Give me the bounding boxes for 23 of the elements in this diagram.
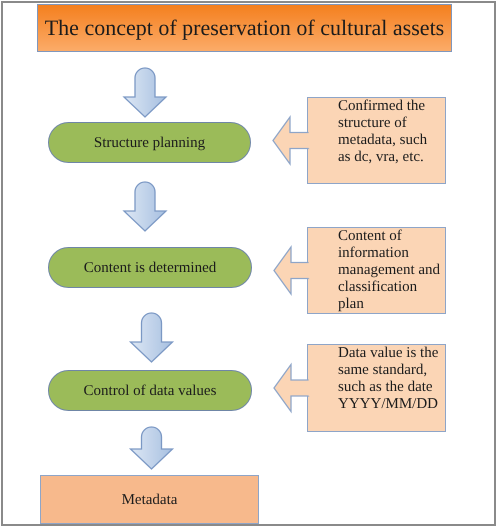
output-box — [40, 475, 259, 524]
callout-text: Data value is the same standard, such as the date YYYY/MM/DD — [338, 345, 440, 413]
callout-text: Content of information management and classification plan — [338, 228, 442, 313]
callout-text: Confirmed the structure of metadata, such as dc, vra, etc. — [338, 98, 428, 166]
rounded-process-box — [48, 370, 252, 411]
rounded-process-box — [48, 247, 252, 288]
block-arrow — [130, 426, 174, 470]
callout-arrow — [273, 362, 310, 414]
callout-arrow — [272, 115, 310, 166]
block-arrow — [130, 312, 174, 363]
title-banner — [37, 4, 452, 52]
callout-box — [307, 344, 446, 432]
output-label: Metadata — [122, 490, 178, 508]
callout-box — [307, 97, 446, 184]
callout-box — [307, 227, 446, 314]
callout-arrow — [273, 245, 310, 296]
title-text: The concept of preservation of cultural assets — [44, 15, 444, 41]
process-label: Content is determined — [84, 258, 216, 276]
process-label: Structure planning — [94, 134, 206, 152]
rounded-process-box — [48, 122, 251, 163]
process-label: Control of data values — [84, 382, 216, 400]
block-arrow — [123, 67, 167, 118]
block-arrow — [123, 181, 167, 232]
